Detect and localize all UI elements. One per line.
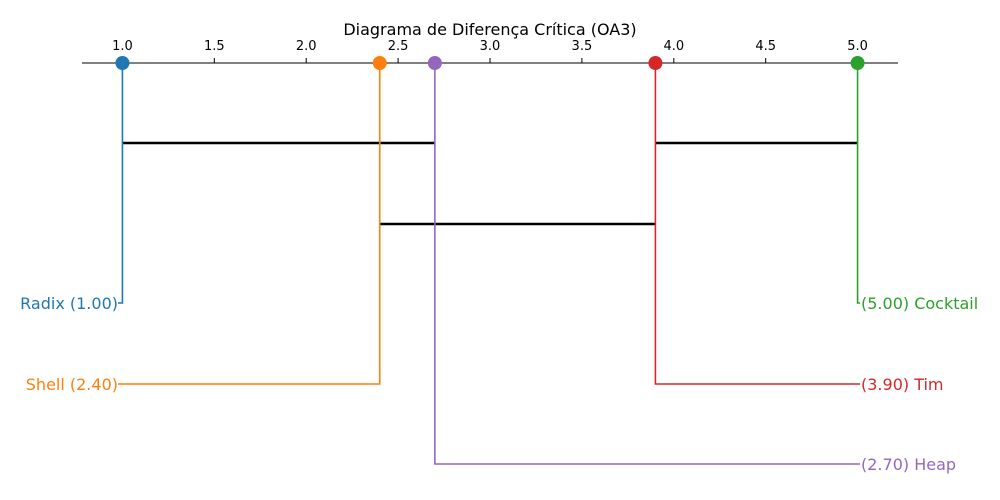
axis-tick-label: 3.5 (572, 39, 593, 54)
method-label-tim: (3.90) Tim (861, 375, 944, 394)
rank-marker-cocktail (850, 56, 865, 70)
method-label-heap: (2.70) Heap (861, 455, 956, 474)
axis-tick-label: 4.0 (663, 39, 684, 54)
method-markers: Radix (1.00) Shell (2.40) (2.70) Heap (3.90… (20, 56, 978, 474)
axis-tick-label: 2.5 (388, 39, 409, 54)
axis-tick-label: 5.0 (847, 39, 868, 54)
method-label-cocktail: (5.00) Cocktail (861, 294, 978, 313)
connector-tim (654, 63, 860, 385)
method-label-radix: Radix (1.00) (20, 294, 118, 313)
axis-tick-label: 2.0 (296, 39, 317, 54)
axis-tick-label: 3.0 (480, 39, 501, 54)
clique-bars (122, 141, 858, 226)
connector-heap (434, 63, 860, 465)
diagram-title: Diagrama de Diferença Crítica (OA3) (343, 20, 636, 39)
rank-marker-tim (648, 56, 663, 70)
axis-tick-label: 4.5 (755, 39, 776, 54)
connector-radix (118, 63, 124, 304)
connector-shell (118, 63, 381, 385)
method-label-shell: Shell (2.40) (26, 375, 118, 394)
rank-marker-heap (427, 56, 442, 70)
axis-tick-label: 1.5 (204, 39, 225, 54)
rank-marker-shell (372, 56, 387, 70)
axis-ticks: 1.0 1.5 2.0 2.5 3.0 3.5 4.0 4.5 5.0 (112, 39, 868, 63)
connector-cocktail (856, 63, 860, 304)
axis-tick-label: 1.0 (112, 39, 133, 54)
rank-marker-radix (115, 56, 130, 70)
